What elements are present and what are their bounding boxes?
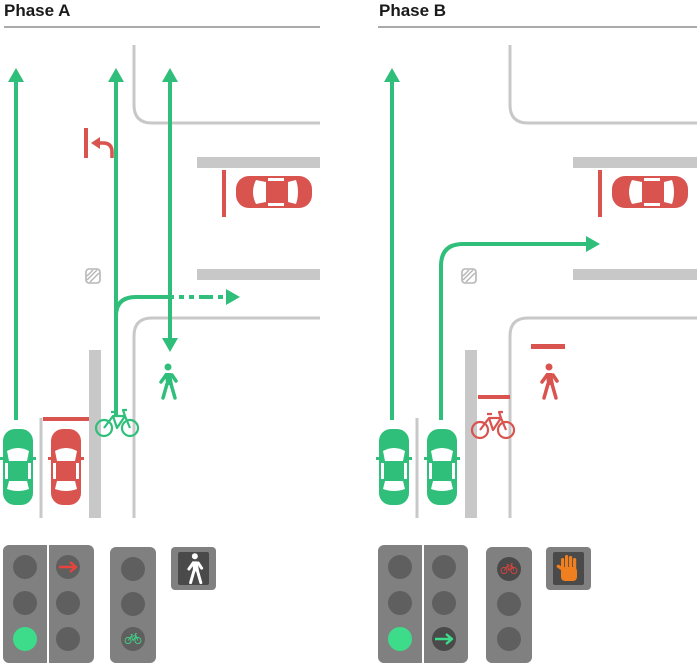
phase-b-lane1-car xyxy=(376,429,412,505)
phase-b-arrowhead-right xyxy=(586,236,600,252)
phase-a-title: Phase A xyxy=(4,1,71,20)
phase-b-stop-hand-icon xyxy=(556,555,577,581)
phase-a-median xyxy=(89,350,101,518)
phase-b-pedestrian xyxy=(540,361,559,400)
phase-a-car-stop-bar xyxy=(222,170,226,217)
phase-a-main-green-lamp xyxy=(13,627,37,651)
phase-a-blocked-turn xyxy=(84,128,114,158)
phase-b-car-stop-bar xyxy=(598,170,602,217)
phase-b-bicycle xyxy=(470,410,516,440)
phase-b-waiting-car xyxy=(612,176,688,208)
phase-a-red-right-arrow-icon xyxy=(59,561,78,573)
phase-b-vehicle-signal xyxy=(378,545,468,663)
phase-a-arrowhead-lane1 xyxy=(8,68,24,82)
phase-b-crossing-symbol xyxy=(461,268,477,284)
phase-b-lane2-right-turn-arrow xyxy=(439,242,588,420)
phase-a-lane2-stop-bar xyxy=(43,417,89,421)
phase-a-crosswalk-top xyxy=(197,157,320,168)
phase-a-arrowhead-right xyxy=(226,289,240,305)
phase-a-crossing-symbol xyxy=(85,268,101,284)
phase-b-median xyxy=(465,350,477,518)
phase-b-arrows xyxy=(390,80,588,420)
phase-a-main-red-lamp xyxy=(13,555,37,579)
phase-a-pedestrian-signal xyxy=(171,547,216,590)
phase-b-main-green-lamp xyxy=(388,627,412,651)
phase-b-ped-stop-bar xyxy=(531,344,565,349)
phase-a-arrowhead-ped-down xyxy=(162,338,178,352)
phase-b-crosswalk-bottom xyxy=(573,269,697,280)
phase-b-crosswalk-top xyxy=(573,157,697,168)
phase-b-lane2-car xyxy=(424,429,460,505)
phase-b-bike-stop-bar xyxy=(478,395,510,399)
phase-b-title: Phase B xyxy=(379,1,447,20)
phase-b-pedestrian-signal xyxy=(546,547,591,590)
phase-a-pedestrian xyxy=(159,361,178,400)
phase-b-road-edges xyxy=(415,45,697,518)
phase-a-arrowhead-bike xyxy=(108,68,124,82)
phase-b-green-right-arrow-icon xyxy=(435,633,454,645)
phase-a-crosswalk-bottom xyxy=(197,269,320,280)
phase-a-bicycle-signal xyxy=(110,547,156,663)
phase-a-vehicle-signal xyxy=(3,545,94,663)
phase-a-arrowhead-ped-up xyxy=(162,68,178,82)
phase-a-oncoming-car xyxy=(236,176,312,208)
phase-a-road-edges xyxy=(39,45,320,518)
phase-a-main-yellow-lamp xyxy=(13,591,37,615)
phase-b-arrowhead-lane1 xyxy=(384,68,400,82)
phase-a-arrows xyxy=(14,80,228,420)
phase-a-lane1-car xyxy=(0,429,36,505)
phase-b-bicycle-signal xyxy=(486,547,532,663)
phase-a-lane2-car xyxy=(48,429,84,505)
phase-a-bike-right-turn-arrow xyxy=(114,295,160,340)
